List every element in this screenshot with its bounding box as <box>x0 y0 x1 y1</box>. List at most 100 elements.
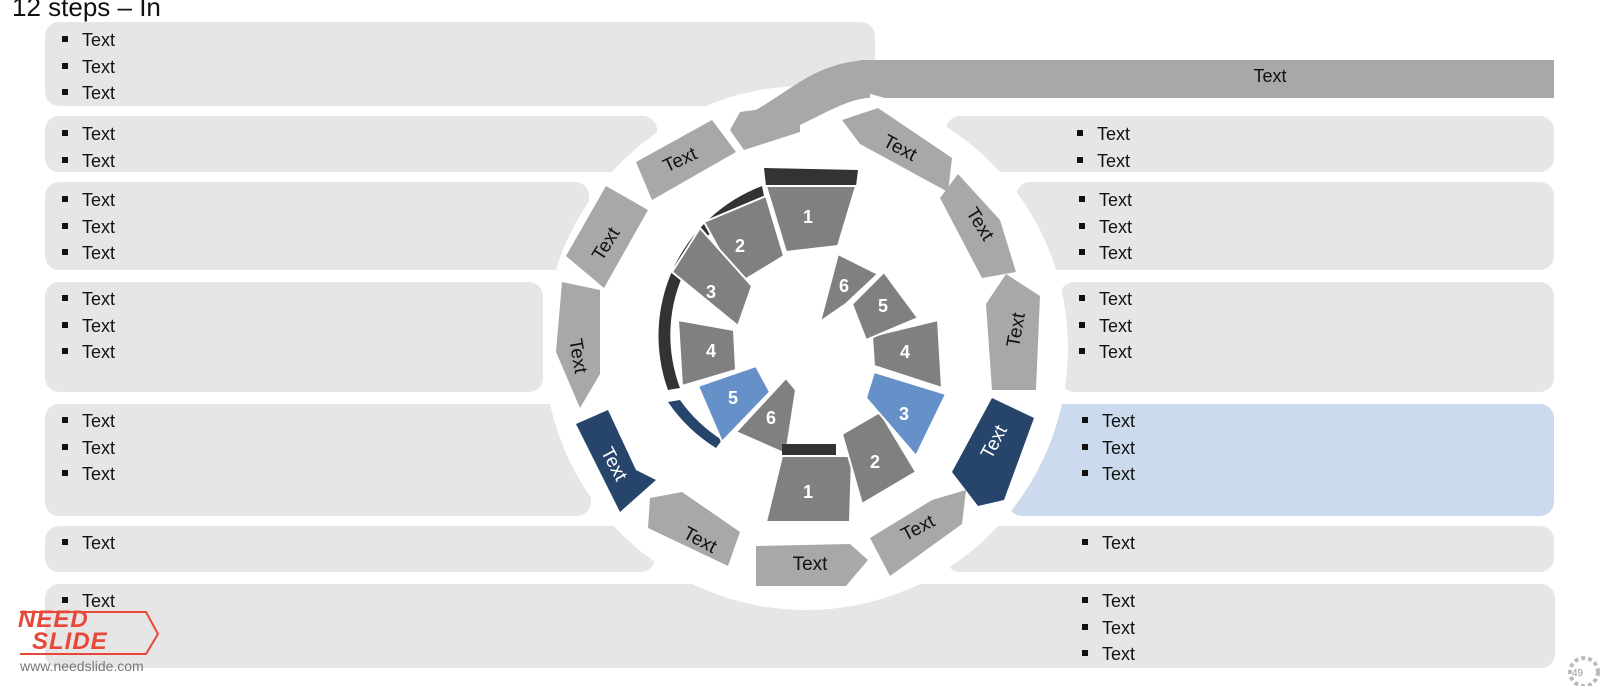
left-box-1 <box>45 22 875 106</box>
left-seg-label-5: 5 <box>728 388 738 408</box>
right-seg-5 <box>850 270 920 342</box>
diagram-backdrop <box>544 86 1068 610</box>
top-bar <box>860 60 1554 98</box>
left-seg-1 <box>764 185 858 254</box>
list-item: Text <box>58 461 115 488</box>
right-seg-label-1: 1 <box>803 482 813 502</box>
list-item: Text <box>1075 187 1132 214</box>
list-item: Text <box>58 148 115 175</box>
needslide-logo: NEED SLIDE <box>14 606 162 658</box>
ring-arrow-6 <box>648 492 740 566</box>
left-box-6-list: Text <box>58 530 115 557</box>
right-box-6-list: Text Text Text <box>1078 588 1135 668</box>
right-seg-label-6: 6 <box>839 276 849 296</box>
list-item: Text <box>58 408 115 435</box>
ring-arrow-3 <box>566 186 648 288</box>
right-seg-label-2: 2 <box>870 452 880 472</box>
logo-line-2: SLIDE <box>32 628 108 655</box>
left-seg-label-6: 6 <box>766 408 776 428</box>
list-item: Text <box>1078 615 1135 642</box>
ring-arrow-label-6: Text <box>793 554 829 575</box>
left-box-1-list: Text Text Text <box>58 27 115 107</box>
list-item: Text <box>1075 286 1132 313</box>
list-item: Text <box>58 27 115 54</box>
left-seg-label-1: 1 <box>803 207 813 227</box>
right-seg-6 <box>818 252 880 325</box>
list-item: Text <box>58 121 115 148</box>
list-item: Text <box>1073 148 1130 175</box>
right-box-3 <box>1060 282 1554 392</box>
list-item: Text <box>58 286 115 313</box>
list-item: Text <box>58 187 115 214</box>
left-box-2 <box>45 116 657 172</box>
left-seg-label-2: 2 <box>735 236 745 256</box>
list-item: Text <box>1078 641 1135 668</box>
right-box-5 <box>946 526 1554 572</box>
list-item: Text <box>58 530 115 557</box>
right-seg-1 <box>764 455 854 523</box>
right-seg-3 <box>864 370 948 458</box>
ring-arrow-11 <box>940 174 1016 278</box>
list-item: Text <box>58 339 115 366</box>
right-seg-label-4: 4 <box>900 342 910 362</box>
left-box-2-list: Text Text <box>58 121 115 174</box>
logo-line-1: NEED <box>18 606 89 633</box>
list-item: Text <box>1073 121 1130 148</box>
right-box-4-list: Text Text Text <box>1078 408 1135 488</box>
list-item: Text <box>1075 313 1132 340</box>
right-box-2-list: Text Text Text <box>1075 187 1132 267</box>
left-seg-4 <box>676 318 738 388</box>
ring-arrow-10 <box>986 274 1040 390</box>
left-box-4 <box>45 282 543 392</box>
right-seg-2 <box>840 410 918 506</box>
list-item: Text <box>58 54 115 81</box>
list-item: Text <box>1078 435 1135 462</box>
left-seg-6 <box>734 376 798 456</box>
list-item: Text <box>1075 240 1132 267</box>
ring-arrow-8 <box>870 490 966 576</box>
left-box-6 <box>45 526 655 572</box>
list-item: Text <box>1075 339 1132 366</box>
left-rim-arc-lower <box>668 400 722 448</box>
right-sectors <box>764 252 948 523</box>
left-box-5-list: Text Text Text <box>58 408 115 488</box>
ring-arrow-7 <box>756 544 868 586</box>
page-number: 49 <box>1572 668 1584 679</box>
arrow-ring <box>556 104 1040 586</box>
left-box-7-list: Text <box>58 588 115 615</box>
list-item: Text <box>58 214 115 241</box>
list-item: Text <box>58 435 115 462</box>
left-seg-3 <box>670 226 754 328</box>
ring-arrow-4 <box>556 282 600 408</box>
right-box-5-list: Text <box>1078 530 1135 557</box>
left-box-5 <box>45 404 591 516</box>
left-box-3-list: Text Text Text <box>58 187 115 267</box>
left-sectors <box>658 168 858 456</box>
right-seg-label-5: 5 <box>878 296 888 316</box>
right-seg-label-3: 3 <box>899 404 909 424</box>
list-item: Text <box>58 588 115 615</box>
gear-icon <box>1568 656 1600 686</box>
slide-title: 12 steps – In <box>12 0 161 22</box>
list-item: Text <box>58 240 115 267</box>
right-box-3-list: Text Text Text <box>1075 286 1132 366</box>
left-seg-5 <box>696 364 772 444</box>
list-item: Text <box>58 313 115 340</box>
list-item: Text <box>1078 530 1135 557</box>
list-item: Text <box>1078 408 1135 435</box>
right-rim <box>782 444 836 456</box>
right-box-1-list: Text Text <box>1073 121 1130 174</box>
right-box-1 <box>946 116 1554 172</box>
list-item: Text <box>1078 588 1135 615</box>
ring-arrow-2 <box>636 120 736 200</box>
ring-arrow-5 <box>576 410 656 512</box>
left-seg-label-4: 4 <box>706 341 716 361</box>
list-item: Text <box>1078 461 1135 488</box>
ring-arrow-1 <box>730 104 800 150</box>
ring-arrow-9 <box>952 398 1034 506</box>
ring-arrow-12 <box>842 108 952 192</box>
list-item: Text <box>1075 214 1132 241</box>
right-seg-4 <box>870 318 944 390</box>
left-outer-rim <box>764 168 858 186</box>
